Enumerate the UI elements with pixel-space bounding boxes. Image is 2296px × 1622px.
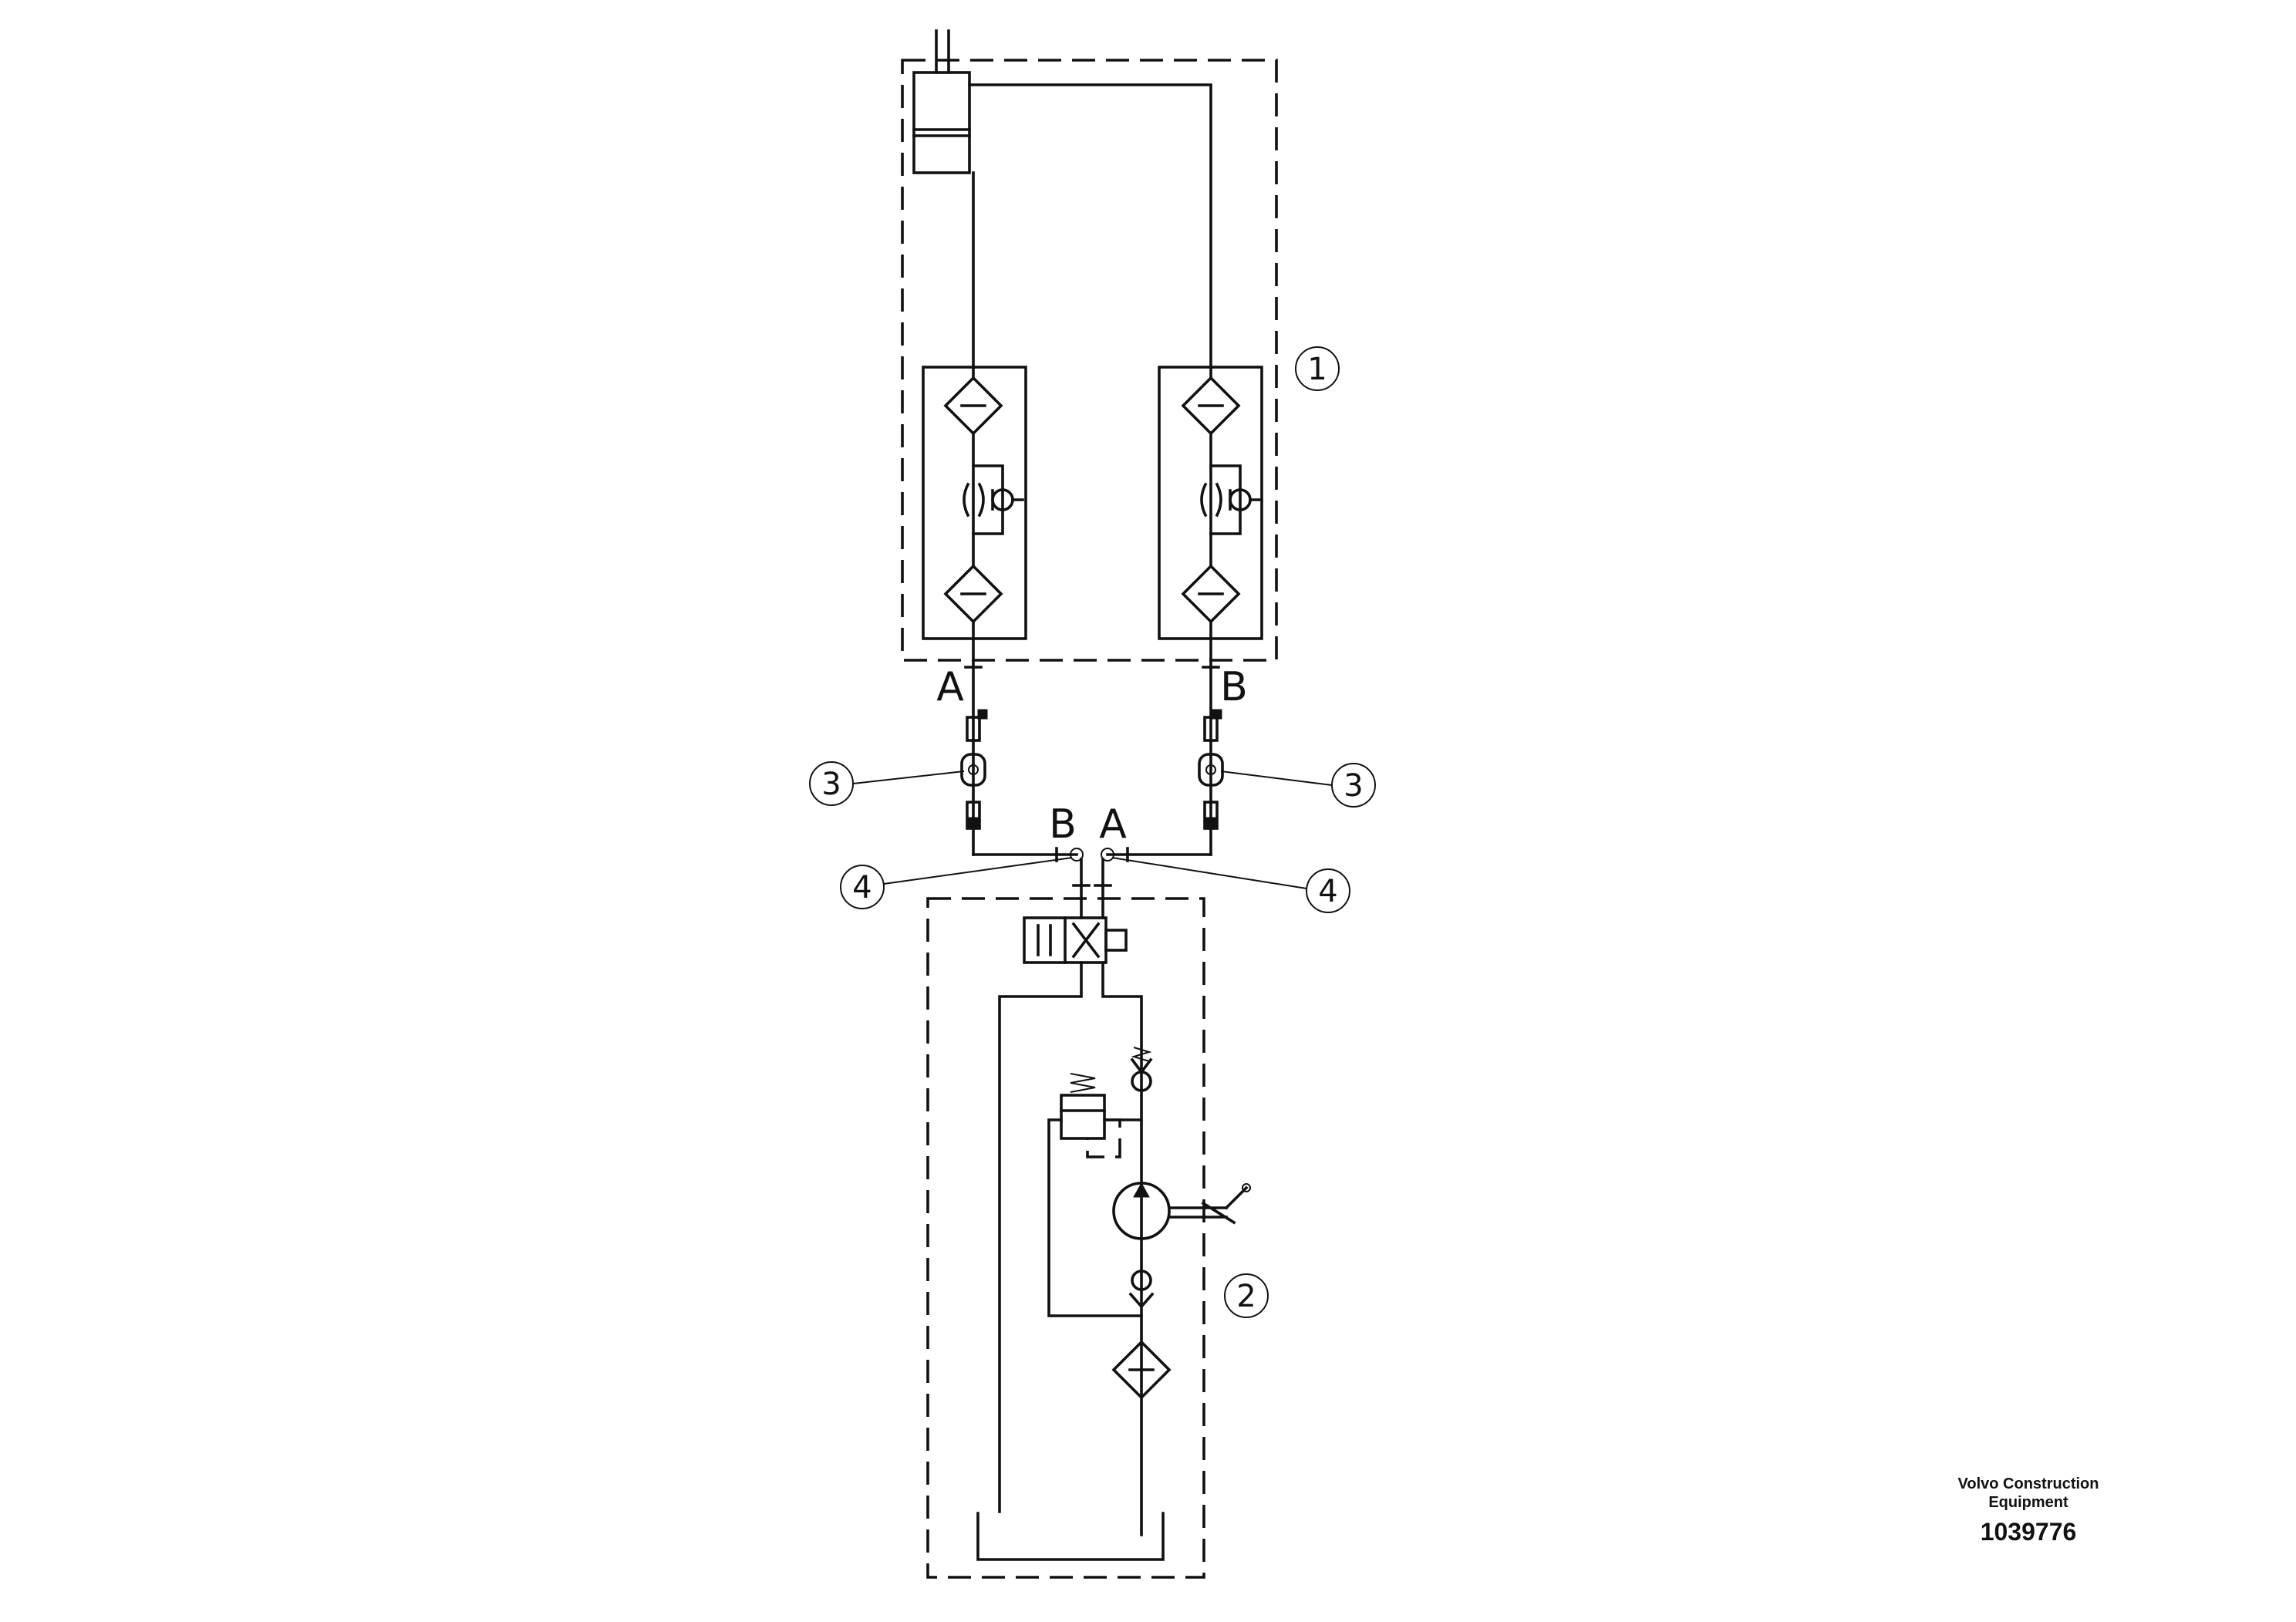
throttle-icon xyxy=(963,482,970,518)
port-label-upper-right: B xyxy=(1220,664,1248,710)
callout-4-left: 4 xyxy=(840,857,1073,909)
lower-assembly-boundary xyxy=(926,897,1205,1579)
port-label-lower-right: A xyxy=(1099,801,1127,848)
relief-valve-icon xyxy=(1047,1073,1143,1317)
callout-3-left: 3 xyxy=(809,761,965,806)
publisher-line-1: Volvo Construction xyxy=(1957,1475,2099,1492)
callout-3-right: 3 xyxy=(1220,763,1376,808)
callout-4-right-label: 4 xyxy=(1318,874,1337,909)
port-label-upper-left: A xyxy=(936,664,964,710)
spring-check-valve-icon xyxy=(1130,1047,1153,1092)
callout-1-label: 1 xyxy=(1307,352,1327,387)
callout-4-left-label: 4 xyxy=(852,870,872,905)
suction-filter-icon xyxy=(1111,1340,1172,1400)
callout-4-right: 4 xyxy=(1111,857,1350,913)
coupling-point-a xyxy=(1101,848,1114,862)
check-valve-icon xyxy=(1128,1270,1155,1309)
callout-2-label: 2 xyxy=(1236,1279,1256,1314)
directional-valve-icon xyxy=(1023,916,1128,964)
lower-assembly: 2 xyxy=(926,897,1269,1579)
drawing-number: 1039776 xyxy=(1980,1518,2077,1546)
hand-pump-icon xyxy=(1112,1182,1251,1240)
rod-side-line xyxy=(968,83,1212,369)
callout-1: 1 xyxy=(1295,346,1340,391)
upper-assembly-boundary xyxy=(901,59,1278,662)
upper-assembly: 1 xyxy=(901,29,1340,662)
hose-fitting-left xyxy=(966,709,988,830)
valve-block-right xyxy=(1158,366,1263,640)
callout-3-left-label: 3 xyxy=(821,767,841,802)
publisher-line-2: Equipment xyxy=(1988,1494,2068,1511)
valve-block-left xyxy=(922,366,1027,640)
coupling-point-b xyxy=(1070,848,1084,862)
quick-coupler-right xyxy=(1198,753,1224,787)
port-label-lower-left: B xyxy=(1049,801,1077,848)
publisher-caption: Volvo Construction Equipment 1039776 xyxy=(1928,1475,2129,1549)
hose-fitting-right xyxy=(1203,709,1222,830)
hose-lines: A B B A xyxy=(809,637,1376,919)
callout-3-right-label: 3 xyxy=(1344,768,1363,804)
hydraulic-cylinder-icon xyxy=(912,29,971,174)
throttle-icon xyxy=(1200,482,1208,518)
tank-icon xyxy=(976,1512,1165,1561)
callout-2: 2 xyxy=(1224,1273,1269,1318)
quick-coupler-left xyxy=(960,753,986,787)
